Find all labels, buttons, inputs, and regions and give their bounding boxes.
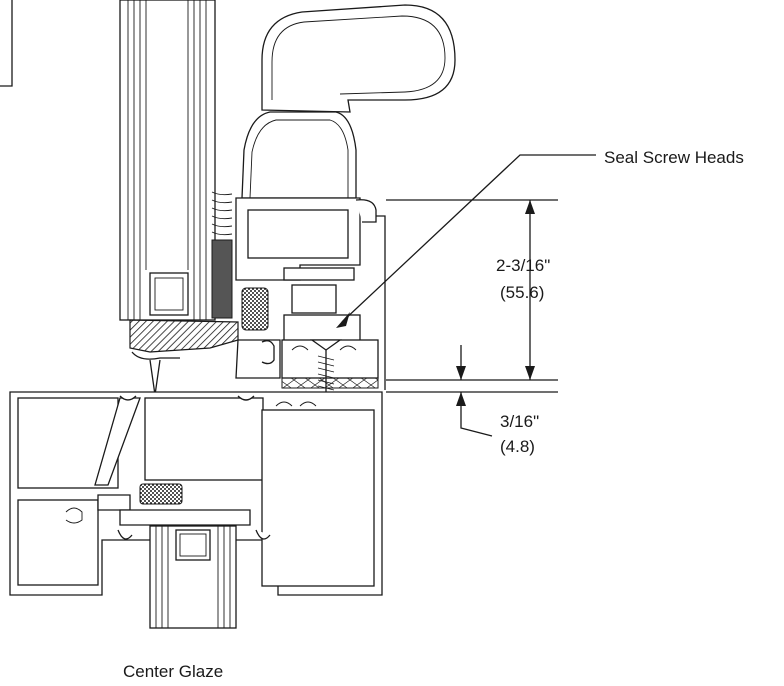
dimension-small-fraction: 3/16" xyxy=(500,412,539,431)
dimension-small-metric: (4.8) xyxy=(500,437,535,456)
upper-glass-unit xyxy=(119,0,216,321)
main-frame xyxy=(9,391,383,596)
lower-glass-unit xyxy=(149,525,237,629)
dimension-large-fraction: 2-3/16" xyxy=(496,256,550,275)
dimension-large-metric: (55.6) xyxy=(500,283,544,302)
corner-box-edge xyxy=(0,0,13,87)
seal-screw-leader xyxy=(341,154,596,323)
sash-frame xyxy=(129,197,386,396)
weather-seal xyxy=(211,191,233,236)
caption: Center Glaze xyxy=(123,662,223,681)
leader-arrowhead xyxy=(336,312,350,328)
handle xyxy=(241,4,456,199)
setting-block xyxy=(211,239,233,319)
seal-screw-heads-label: Seal Screw Heads xyxy=(604,148,744,167)
dimension-lines xyxy=(386,199,558,437)
